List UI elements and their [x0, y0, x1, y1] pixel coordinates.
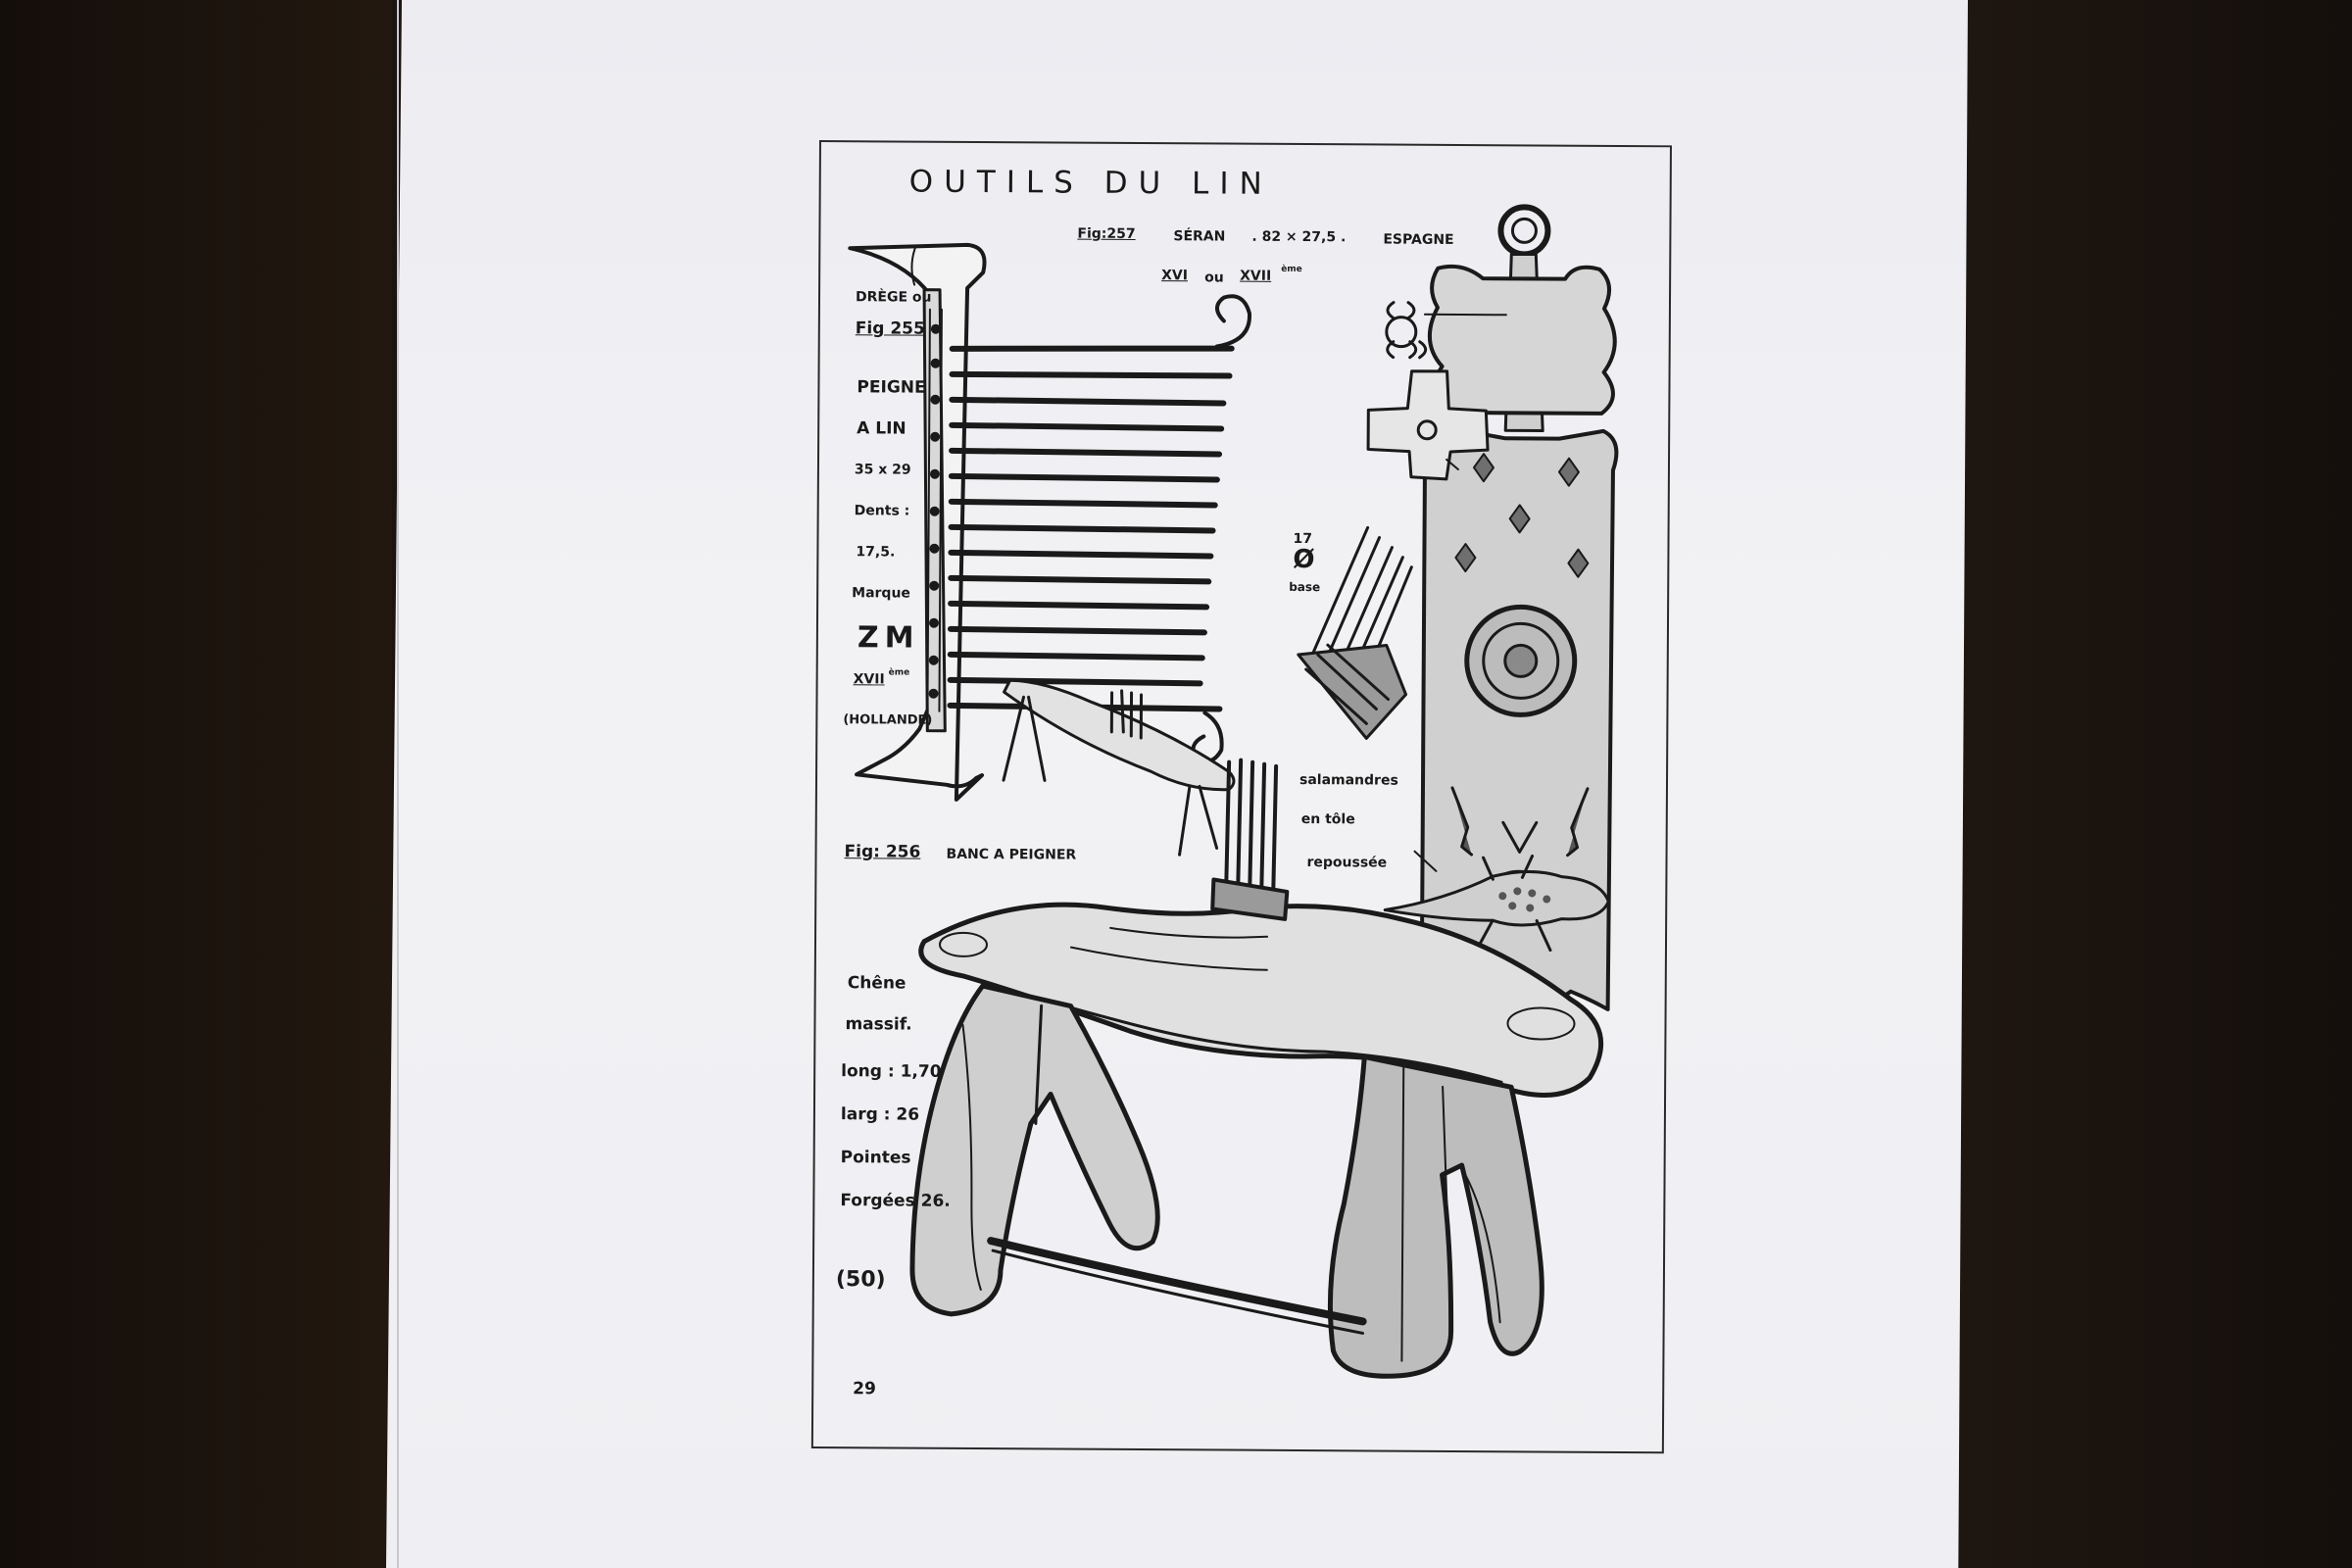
fig257-century-sep: ou — [1204, 270, 1224, 286]
fig256-name: BANC A PEIGNER — [946, 846, 1077, 863]
salamander-drawing — [1383, 854, 1610, 953]
fig255-dims: 35 x 29 — [854, 462, 911, 478]
fig256-ref: Fig: 256 — [844, 842, 921, 862]
illustration-drawings — [848, 204, 1619, 1379]
fig257-name: SÉRAN — [1173, 228, 1226, 245]
fig255-ref: Fig 255 — [855, 318, 925, 339]
salamander-note-line1: salamandres — [1298, 772, 1398, 789]
fig257-century-suffix: ème — [1281, 264, 1302, 275]
page-number: 29 — [853, 1379, 876, 1399]
paper-edge — [397, 0, 399, 1568]
base-note-label: base — [1289, 579, 1321, 595]
plate-number: (50) — [835, 1267, 886, 1293]
small-bench-drawing — [1002, 678, 1236, 857]
fig255-origin: (HOLLANDE) — [843, 712, 933, 728]
fig255-line7: 17,5. — [856, 544, 896, 561]
fig255-line1: DRÈGE ou — [855, 289, 932, 306]
paper-sheet — [386, 0, 1968, 1568]
plate-title: OUTILS DU LIN — [908, 164, 1273, 202]
bench-note-line5: Pointes — [840, 1148, 911, 1168]
desk-left — [0, 0, 392, 1568]
fig257-dims: . 82 × 27,5 . — [1251, 228, 1347, 246]
fig255-line3: PEIGNE — [857, 377, 926, 398]
fig255-century-suffix: ème — [888, 667, 910, 678]
flax-comb-drawing — [848, 242, 1251, 802]
large-bench-drawing — [909, 758, 1604, 1379]
fig255-line6: Dents : — [854, 503, 910, 519]
desk-right — [1956, 0, 2352, 1568]
base-note-symbol: Ø — [1293, 544, 1315, 575]
bench-note-line1: Chêne — [847, 973, 906, 994]
fig255-line8: Marque — [852, 585, 911, 602]
bench-note-line6: Forgées 26. — [840, 1191, 951, 1211]
fig257-century-a: XVI — [1161, 268, 1189, 284]
fig257-country: ESPAGNE — [1383, 231, 1454, 248]
bench-note-line2: massif. — [845, 1014, 912, 1035]
salamander-note-line2: en tôle — [1300, 811, 1355, 828]
fig257-ref: Fig:257 — [1077, 225, 1136, 242]
bench-note-line4: larg : 26 — [840, 1104, 920, 1125]
fig257-century-b: XVII — [1240, 268, 1272, 284]
fig255-century: XVII — [853, 671, 885, 688]
bench-note-line3: long : 1,70 — [841, 1061, 942, 1082]
salamander-note-line3: repoussée — [1306, 855, 1388, 871]
illustration-plate: OUTILS DU LIN Fig:257 SÉRAN . 82 × 27,5 … — [810, 140, 1672, 1454]
seran-board-drawing — [1297, 204, 1619, 1029]
fig255-line4: A LIN — [857, 418, 906, 439]
fig255-mark: ZM — [857, 620, 920, 656]
